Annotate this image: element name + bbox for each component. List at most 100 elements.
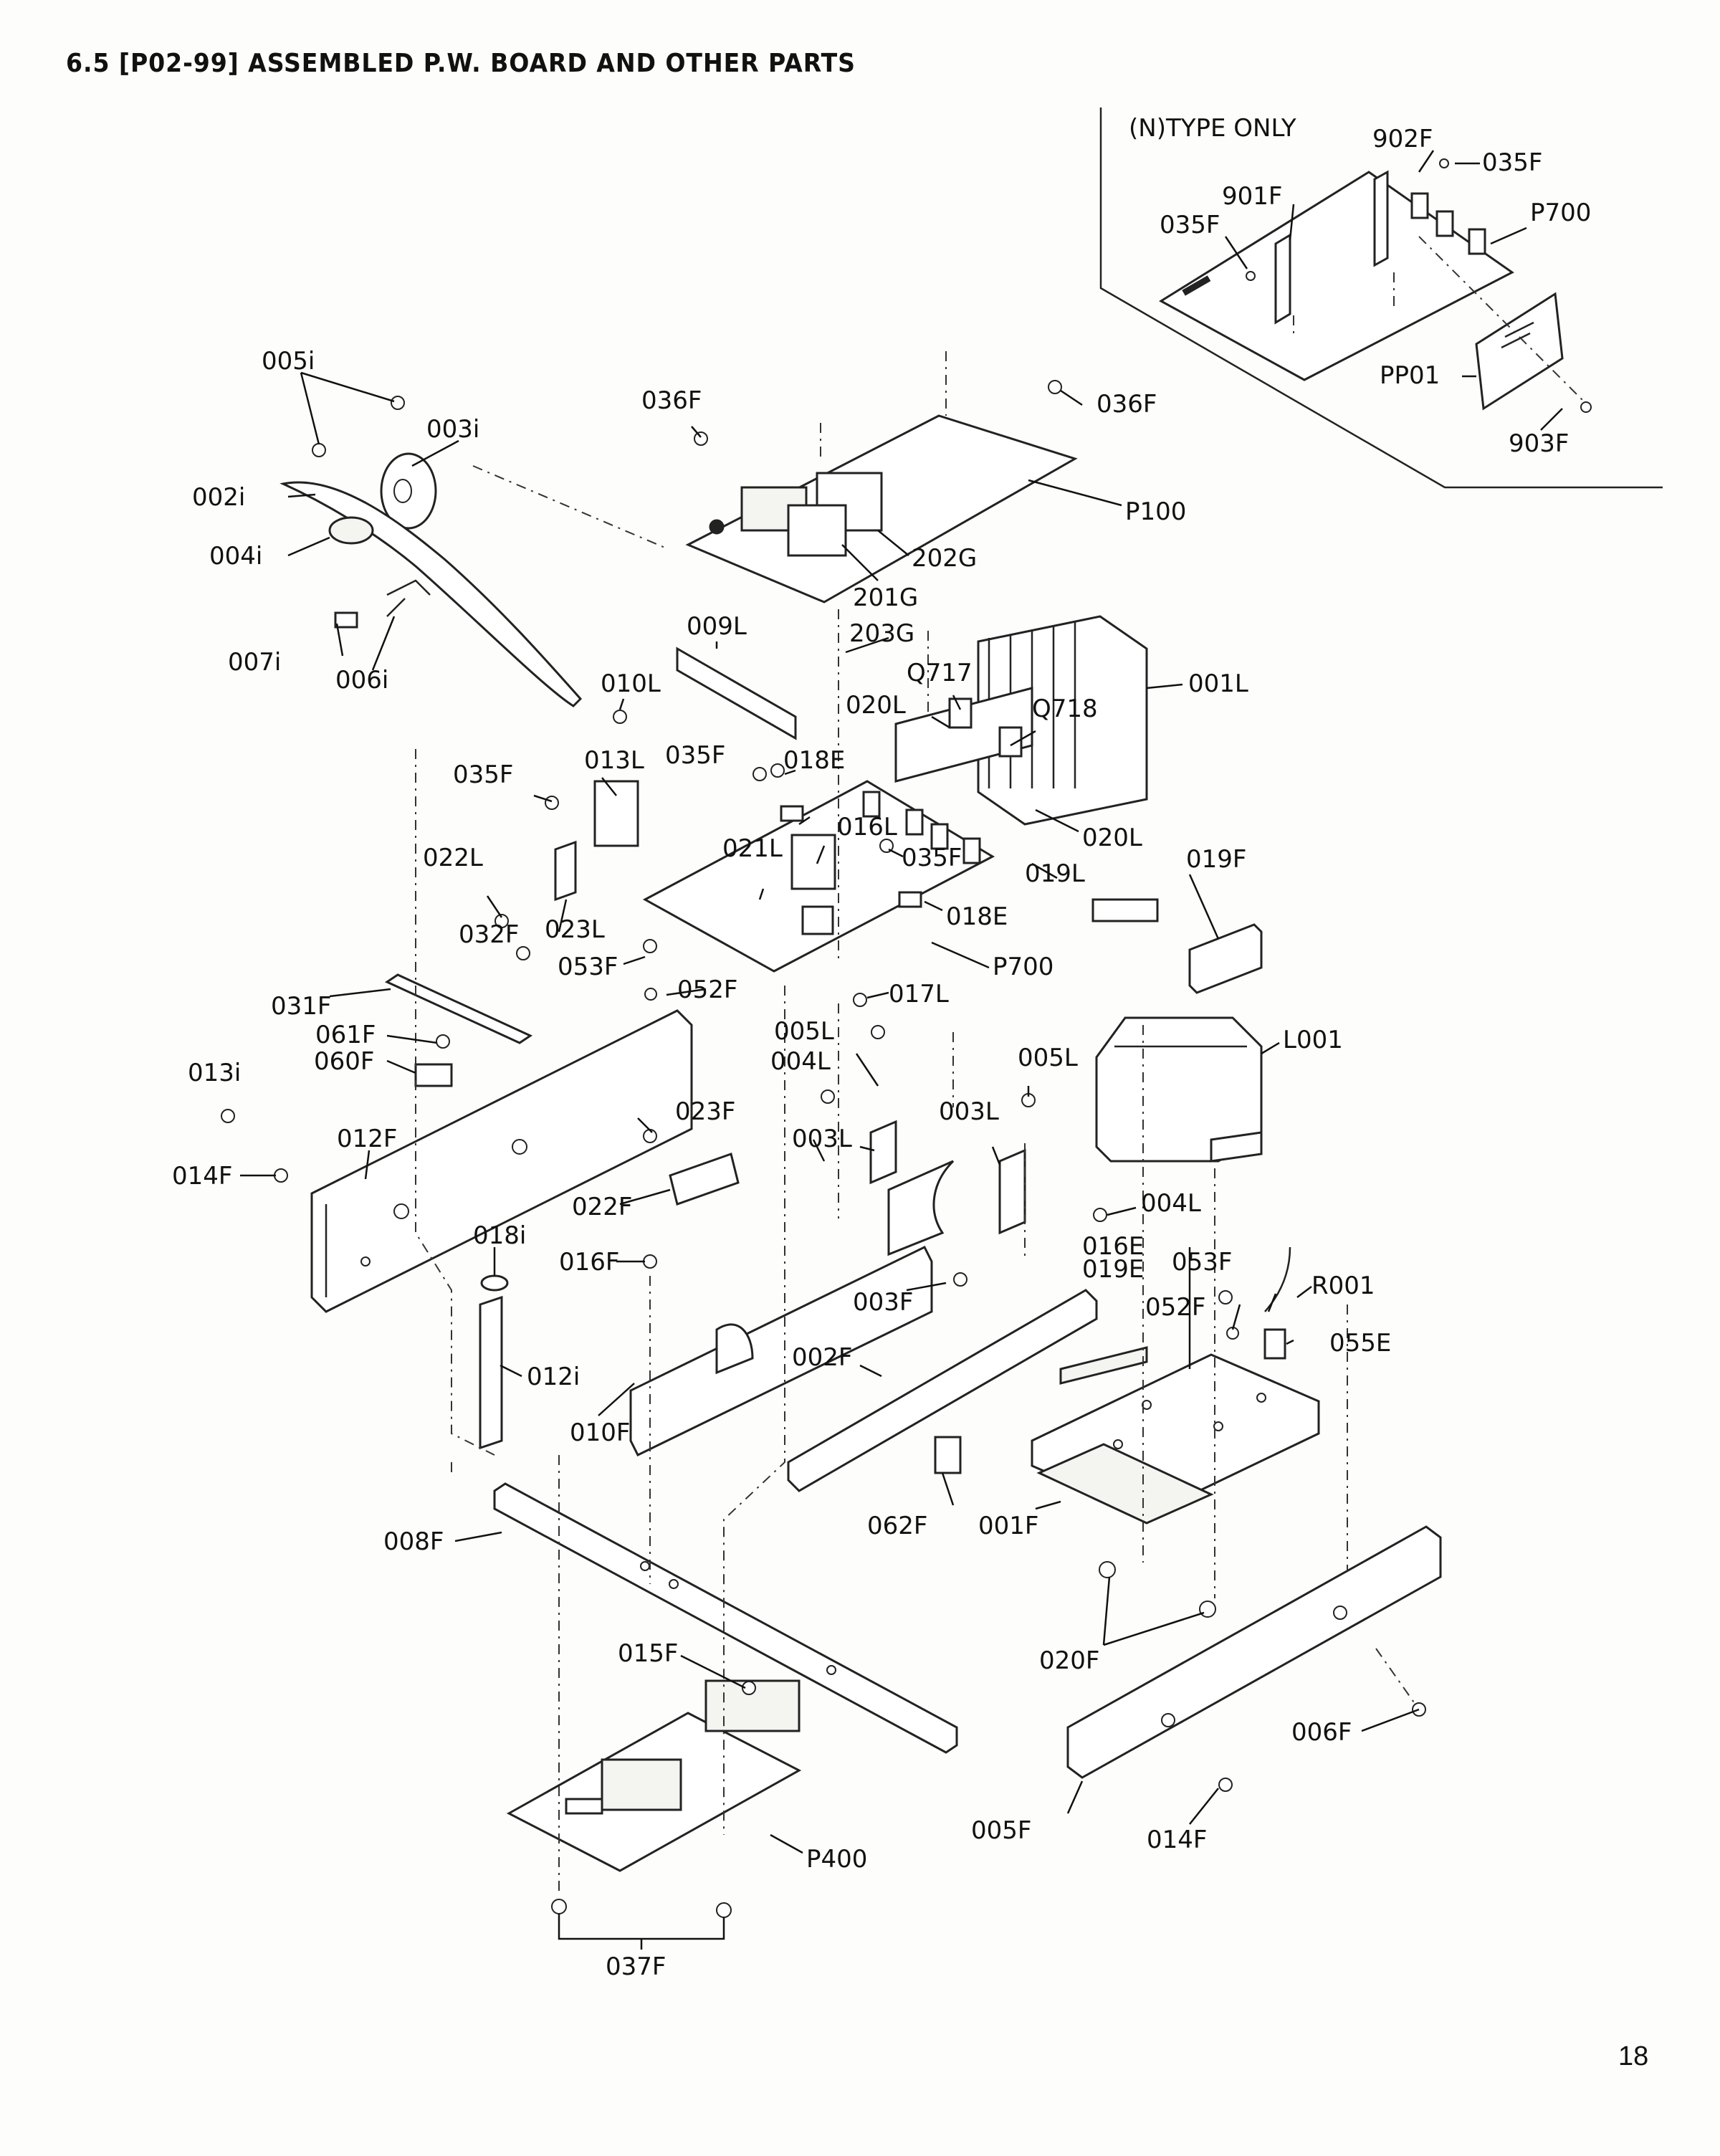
label-022l: 022L [423, 844, 483, 872]
label-001l: 001L [1188, 669, 1248, 698]
label-002f: 002F [792, 1343, 852, 1372]
frame-hole [393, 1203, 409, 1219]
label-035f: 035F [902, 844, 962, 872]
inset-connector [1182, 275, 1211, 296]
screw-014f [1218, 1778, 1233, 1792]
heatsink-group [894, 615, 1148, 826]
label-053f: 053F [1172, 1248, 1232, 1277]
label-203g: 203G [849, 619, 914, 648]
label-018e: 018E [783, 746, 845, 775]
screw-005i [312, 443, 326, 457]
screw-036f [694, 431, 708, 446]
page-title: 6.5 [P02-99] ASSEMBLED P.W. BOARD AND OT… [66, 49, 856, 78]
board-p100 [685, 380, 1078, 604]
inset-n-type-only: (N)TYPE ONLY [1099, 108, 1663, 489]
inset-screw-903f [1580, 401, 1592, 413]
label-037f: 037F [606, 1952, 666, 1981]
plate-hole [1256, 1393, 1266, 1403]
transistor [930, 823, 949, 850]
inset-caption: (N)TYPE ONLY [1129, 114, 1296, 143]
selector-switch [601, 1758, 682, 1811]
label-r001: R001 [1312, 1272, 1375, 1300]
pulley-group [280, 396, 583, 707]
label-001f: 001F [978, 1512, 1038, 1540]
label-902f: 902F [1372, 125, 1433, 153]
label-032f: 032F [459, 920, 519, 949]
label-015f: 015F [618, 1639, 678, 1668]
inset-screw-035f [1246, 271, 1256, 281]
plate-001f-lower [1036, 1443, 1214, 1525]
screw-061f [436, 1034, 450, 1049]
screw-004l [821, 1089, 835, 1104]
inset-bracket-901f [1274, 233, 1291, 325]
screw-020f [1199, 1601, 1216, 1618]
label-pp01: PP01 [1380, 361, 1440, 390]
board-p400 [506, 1679, 802, 1872]
inset-border [1099, 108, 1663, 489]
screws [436, 710, 1426, 1918]
plate-hole [1213, 1421, 1223, 1431]
screw-004l [1093, 1208, 1107, 1222]
label-003i: 003i [426, 415, 479, 444]
label-p700: P700 [993, 953, 1054, 981]
label-052f: 052F [677, 976, 737, 1004]
part-labels: 902F 035F 901F 035F P700 PP01 903F 005i … [172, 125, 1591, 1981]
label-007i: 007i [228, 648, 281, 677]
bar-hole [1333, 1606, 1347, 1620]
cap-018i [480, 1274, 509, 1292]
label-p100: P100 [1125, 497, 1186, 526]
screw [770, 763, 785, 778]
bracket-022f [669, 1153, 740, 1206]
label-019f: 019F [1186, 845, 1246, 874]
transistor-q717 [948, 697, 973, 729]
upper-leaders [618, 389, 1122, 710]
assembly-line [952, 1032, 1026, 1261]
screw-035f [752, 767, 767, 781]
inset-slot [1504, 321, 1534, 338]
bracket-023l [554, 840, 577, 902]
screw-003f [953, 1272, 968, 1287]
label-p400: P400 [806, 1845, 867, 1874]
bar-008f [493, 1482, 958, 1754]
inset-transistor [1435, 210, 1454, 237]
label-020f: 020F [1039, 1646, 1099, 1675]
inset-board-pp01 [1475, 292, 1564, 411]
screw-017l [853, 993, 867, 1007]
rear-frame [221, 973, 693, 1313]
bracket-031f [384, 973, 533, 1044]
bridge-rectifier [801, 905, 834, 935]
label-004l: 004L [770, 1047, 831, 1076]
label-055e: 055E [1329, 1329, 1391, 1358]
label-018e: 018E [946, 902, 1008, 931]
label-004l: 004L [1141, 1189, 1201, 1218]
label-901f: 901F [1222, 182, 1282, 211]
screw-013i [221, 1109, 235, 1123]
label-005l: 005L [1018, 1044, 1078, 1072]
frame-hole [512, 1139, 527, 1155]
label-009l: 009L [687, 612, 747, 641]
label-035f: 035F [1482, 148, 1542, 177]
bracket-003l-right [998, 1148, 1026, 1235]
p700-leaders [329, 900, 990, 999]
bar-009l [676, 647, 797, 740]
bracket-019f [1188, 923, 1263, 994]
clip-055e [1263, 1328, 1286, 1360]
bracket-003l [869, 1120, 897, 1185]
p400-leaders [558, 1833, 803, 1950]
bar-hole [826, 1665, 836, 1675]
inset-assembly-lines [1293, 236, 1585, 402]
screw-022l [494, 914, 509, 928]
label-019e: 019E [1082, 1255, 1144, 1284]
label-903f: 903F [1509, 429, 1569, 458]
screw-005l [871, 1025, 885, 1039]
insulator-016e [1059, 1346, 1148, 1385]
label-016l: 016L [837, 813, 897, 841]
screw-037f [551, 1899, 567, 1914]
holder-060f [414, 1063, 453, 1087]
label-002i: 002i [192, 483, 245, 512]
screw-020f [1099, 1561, 1116, 1578]
label-006i: 006i [335, 666, 388, 695]
transistor [905, 808, 924, 836]
inset-slot [1501, 332, 1531, 349]
